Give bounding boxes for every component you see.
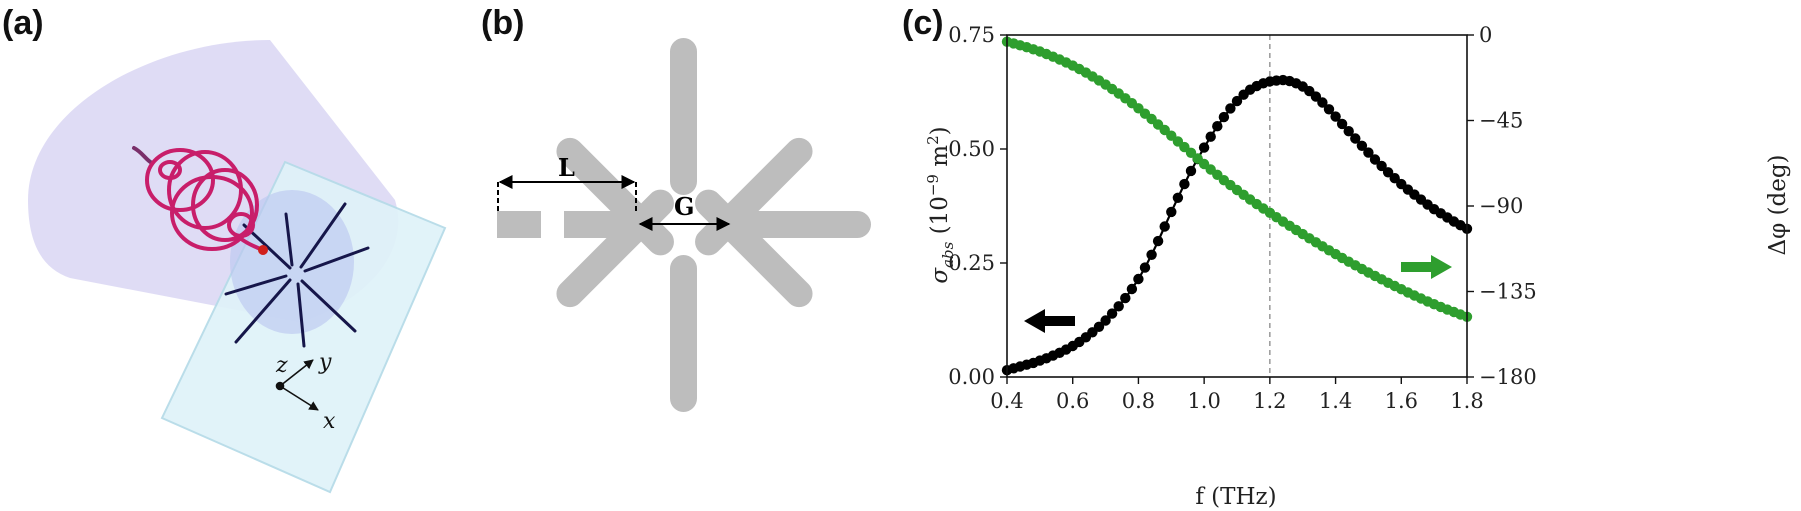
series-left-point [1120, 292, 1131, 304]
x-tick-label: 1.4 [1319, 389, 1352, 413]
series-left-point [1330, 111, 1341, 122]
series-left-point [1363, 147, 1374, 158]
axis-x-label: x [323, 409, 336, 434]
series-left-point [1343, 126, 1354, 137]
series-left-point [1152, 235, 1164, 247]
series-left-point [1218, 111, 1230, 123]
left-axis-arrow [1024, 309, 1075, 333]
right-axis-arrow [1401, 255, 1452, 279]
series-left-point [1231, 95, 1243, 107]
y-right-axis-title: Δφ (deg) [1765, 154, 1791, 255]
y-right-tick-label: −45 [1479, 109, 1523, 133]
x-tick-label: 1.8 [1450, 389, 1483, 413]
y-left-tick-label: 0.25 [948, 251, 995, 275]
y-left-tick-label: 0.75 [948, 23, 995, 47]
x-tick-label: 1.6 [1385, 389, 1418, 413]
dimension-G-label: G [674, 192, 695, 221]
series-left-point [1106, 308, 1118, 319]
series-left-point [1146, 249, 1157, 260]
y-right-tick-label: −135 [1479, 280, 1537, 304]
series-left-point [1205, 131, 1216, 142]
panel-a-label: (a) [2, 4, 44, 42]
series-left-point [1126, 283, 1138, 295]
panel-c-label: (c) [902, 4, 944, 42]
series-left-point [1323, 104, 1335, 115]
plot-frame [1006, 34, 1468, 378]
series-left-point [1369, 154, 1381, 165]
series-left-point [1185, 165, 1197, 177]
series-left-point [1350, 133, 1361, 144]
panel-a: (a) [2, 4, 447, 494]
x-tick-label: 1.0 [1187, 389, 1220, 413]
series-left-point [1198, 142, 1210, 153]
x-tick-label: 0.6 [1056, 389, 1089, 413]
axis-z-label: z [275, 353, 288, 378]
dimension-L [497, 175, 637, 212]
plot-layer: 0.4 0.6 0.8 1.0 1.2 1.4 1.6 1.8 0.00 0.25 0.50 0.75… [948, 23, 1536, 413]
series-left-point [1179, 178, 1190, 190]
series-left-point [1093, 321, 1105, 332]
series-left-point [1159, 221, 1170, 232]
panel-b: (b) L G [481, 4, 871, 412]
series-left-point [1376, 160, 1387, 172]
y-left-axis-title: σabs (10−9 m2) [924, 126, 957, 283]
x-axis-title: f (THz) [1195, 484, 1276, 510]
series-left-point [1100, 315, 1111, 326]
x-tick-label: 0.8 [1122, 389, 1155, 413]
series-left-point [1225, 103, 1236, 114]
y-right-tick-label: 0 [1479, 23, 1492, 47]
panel-b-label: (b) [481, 4, 524, 42]
series-left-point [1113, 301, 1124, 312]
y-left-tick-label: 0.50 [948, 137, 995, 161]
series-left-point [1166, 206, 1177, 218]
series-left-line [1006, 78, 1468, 372]
x-tick-label: 0.4 [990, 389, 1023, 413]
series-left-point [1172, 192, 1184, 203]
y-right-tick-label: −180 [1479, 365, 1537, 389]
series-left-point [1133, 273, 1144, 285]
series-left-point [1336, 118, 1348, 130]
axis-y-label: y [318, 350, 332, 375]
helix-trajectory [132, 146, 268, 255]
y-right-tick-label: −90 [1479, 194, 1523, 218]
slot-notch [541, 211, 551, 238]
series-left-point [1139, 262, 1151, 273]
coordinate-axes [275, 359, 319, 411]
series-left-point [1212, 121, 1223, 132]
y-left-tick-label: 0.00 [948, 365, 995, 389]
dimension-L-label: L [558, 153, 575, 182]
series-left-point [1317, 97, 1328, 108]
series-left-point [1356, 140, 1368, 151]
x-tick-label: 1.2 [1253, 389, 1286, 413]
star-antenna-lines [224, 202, 370, 348]
